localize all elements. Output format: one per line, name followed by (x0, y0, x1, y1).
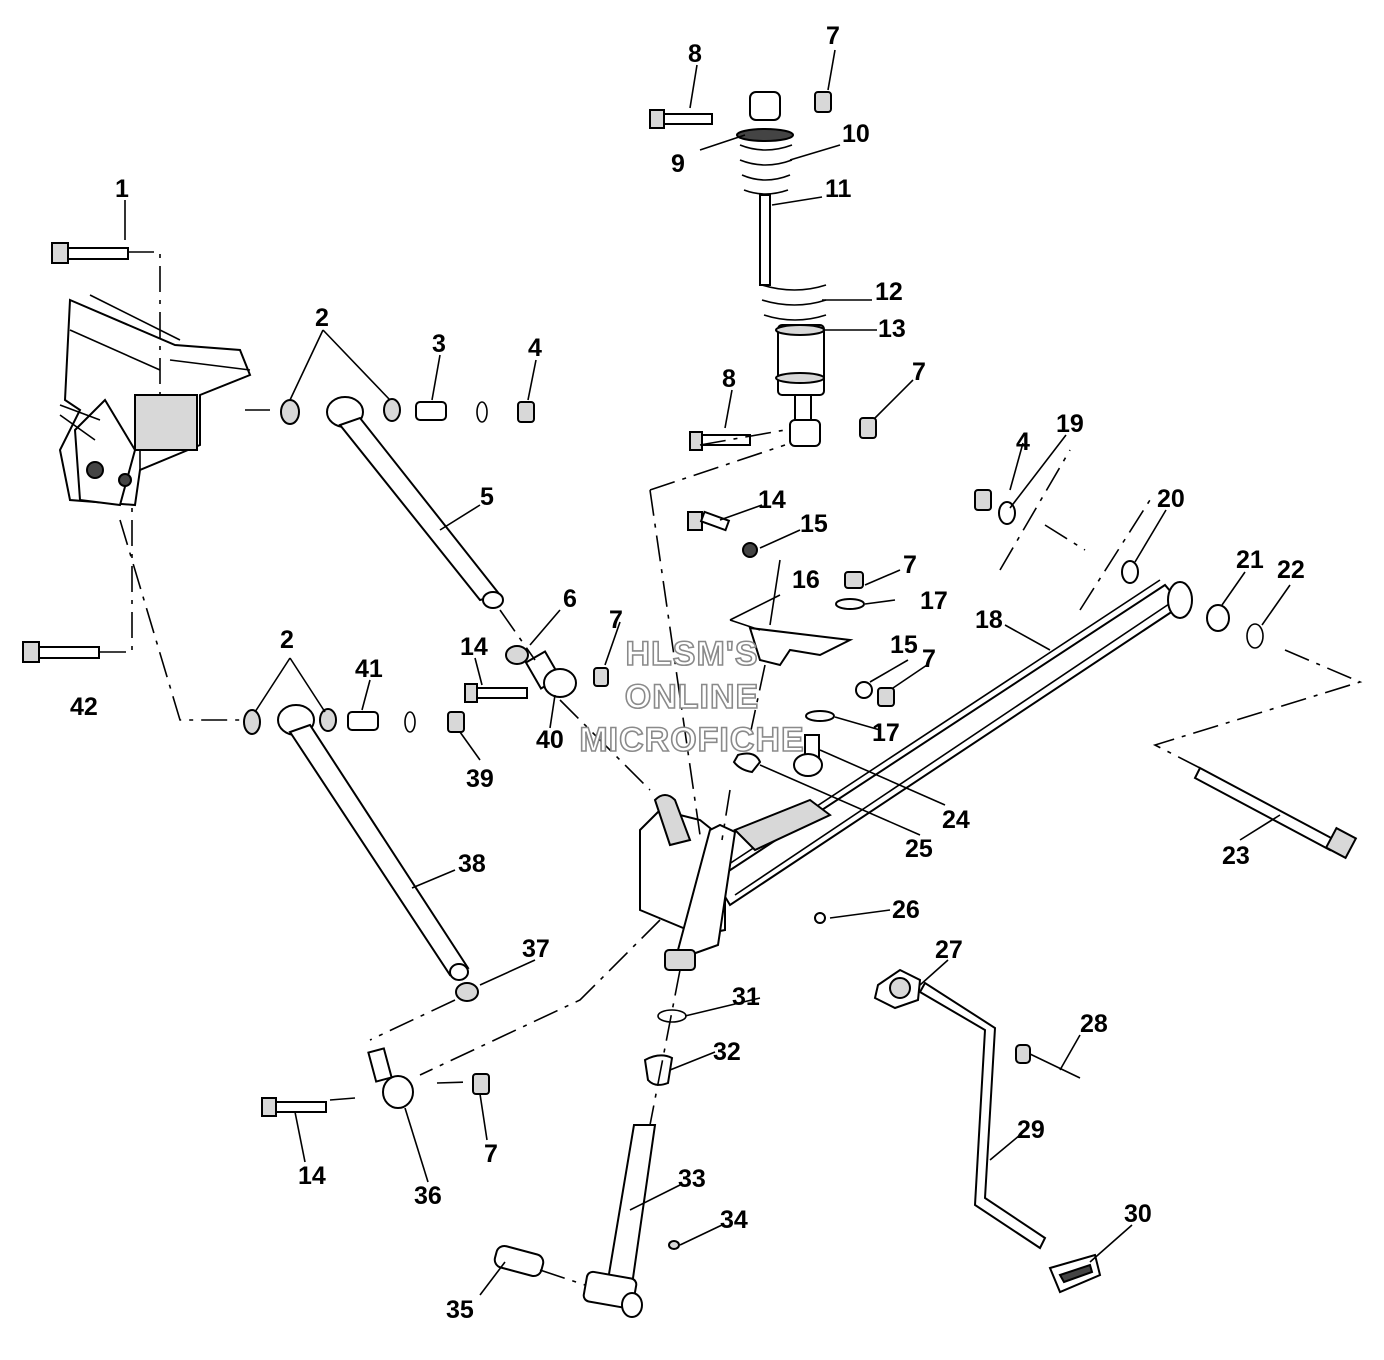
callouts: 1 2 3 4 5 6 7 8 9 10 11 12 13 8 7 4 19 1… (70, 22, 1305, 1324)
callout-15-lower: 15 (890, 631, 918, 659)
callout-37: 37 (522, 935, 550, 963)
callout-6: 6 (563, 585, 577, 613)
spindle-33 (493, 1009, 687, 1318)
callout-36: 36 (414, 1182, 442, 1210)
callout-10: 10 (842, 120, 870, 148)
parts-illustration (22, 91, 1358, 1318)
callout-29: 29 (1017, 1116, 1045, 1144)
callout-27: 27 (935, 936, 963, 964)
tie-rod-end-40 (464, 650, 609, 703)
callout-16: 16 (792, 566, 820, 594)
callout-30: 30 (1124, 1200, 1152, 1228)
callout-40: 40 (536, 726, 564, 754)
pivot-hardware (974, 489, 1264, 649)
shock-absorber (649, 91, 877, 451)
callout-24: 24 (942, 806, 970, 834)
callout-33: 33 (678, 1165, 706, 1193)
callout-42: 42 (70, 693, 98, 721)
callout-7-right: 7 (922, 645, 936, 673)
callout-9: 9 (671, 150, 685, 178)
callout-17: 17 (920, 587, 948, 615)
watermark-line-3: MICROFICHE (579, 721, 804, 759)
callout-21: 21 (1236, 546, 1264, 574)
callout-38: 38 (458, 850, 486, 878)
callout-3: 3 (432, 330, 446, 358)
callout-28: 28 (1080, 1010, 1108, 1038)
leader-lines (100, 49, 1363, 1296)
callout-39: 39 (466, 765, 494, 793)
callout-4-right: 4 (1016, 428, 1030, 456)
callout-7-bracket: 7 (903, 551, 917, 579)
callout-20: 20 (1157, 485, 1185, 513)
callout-26: 26 (892, 896, 920, 924)
steering-arm-29 (873, 968, 1102, 1294)
part-42-bolt (22, 641, 100, 663)
pivot-bolt-23 (1193, 766, 1358, 860)
lower-arm-38 (243, 704, 479, 1002)
steering-bracket-16 (687, 510, 895, 722)
callout-11: 11 (825, 175, 852, 203)
watermark-line-2: ONLINE (625, 678, 759, 716)
callout-7-mid: 7 (609, 606, 623, 634)
ball-joint-36 (261, 1047, 490, 1117)
callout-12: 12 (875, 278, 903, 306)
callout-23: 23 (1222, 842, 1250, 870)
callout-7-shock: 7 (912, 358, 926, 386)
callout-31: 31 (732, 983, 760, 1011)
callout-7-lower: 7 (484, 1140, 498, 1168)
callout-41: 41 (355, 655, 383, 683)
callout-22: 22 (1277, 556, 1305, 584)
callout-35: 35 (446, 1296, 474, 1324)
watermark: HLSM'S ONLINE MICROFICHE (579, 634, 805, 760)
callout-8-lower: 8 (722, 365, 736, 393)
callout-17-lower: 17 (872, 719, 900, 747)
callout-19: 19 (1056, 410, 1084, 438)
trailing-arm-18 (639, 579, 1193, 971)
callout-25: 25 (905, 835, 933, 863)
callout-32: 32 (713, 1038, 741, 1066)
upper-arm-5 (280, 396, 535, 665)
callout-14-lower: 14 (298, 1162, 326, 1190)
callout-8: 8 (688, 40, 702, 68)
callout-34: 34 (720, 1206, 748, 1234)
frame-bracket (58, 294, 252, 507)
tie-rod-end-24 (732, 734, 823, 777)
callout-14: 14 (758, 486, 786, 514)
callout-5: 5 (480, 483, 494, 511)
callout-15: 15 (800, 510, 828, 538)
part-1-bolt (51, 242, 129, 264)
callout-2-lower: 2 (280, 626, 294, 654)
callout-18: 18 (975, 606, 1003, 634)
watermark-line-1: HLSM'S (625, 635, 758, 673)
callout-4: 4 (528, 334, 542, 362)
callout-14-mid: 14 (460, 633, 488, 661)
callout-1: 1 (115, 175, 129, 203)
callout-13: 13 (878, 315, 906, 343)
callout-2: 2 (315, 304, 329, 332)
callout-7: 7 (826, 22, 840, 50)
